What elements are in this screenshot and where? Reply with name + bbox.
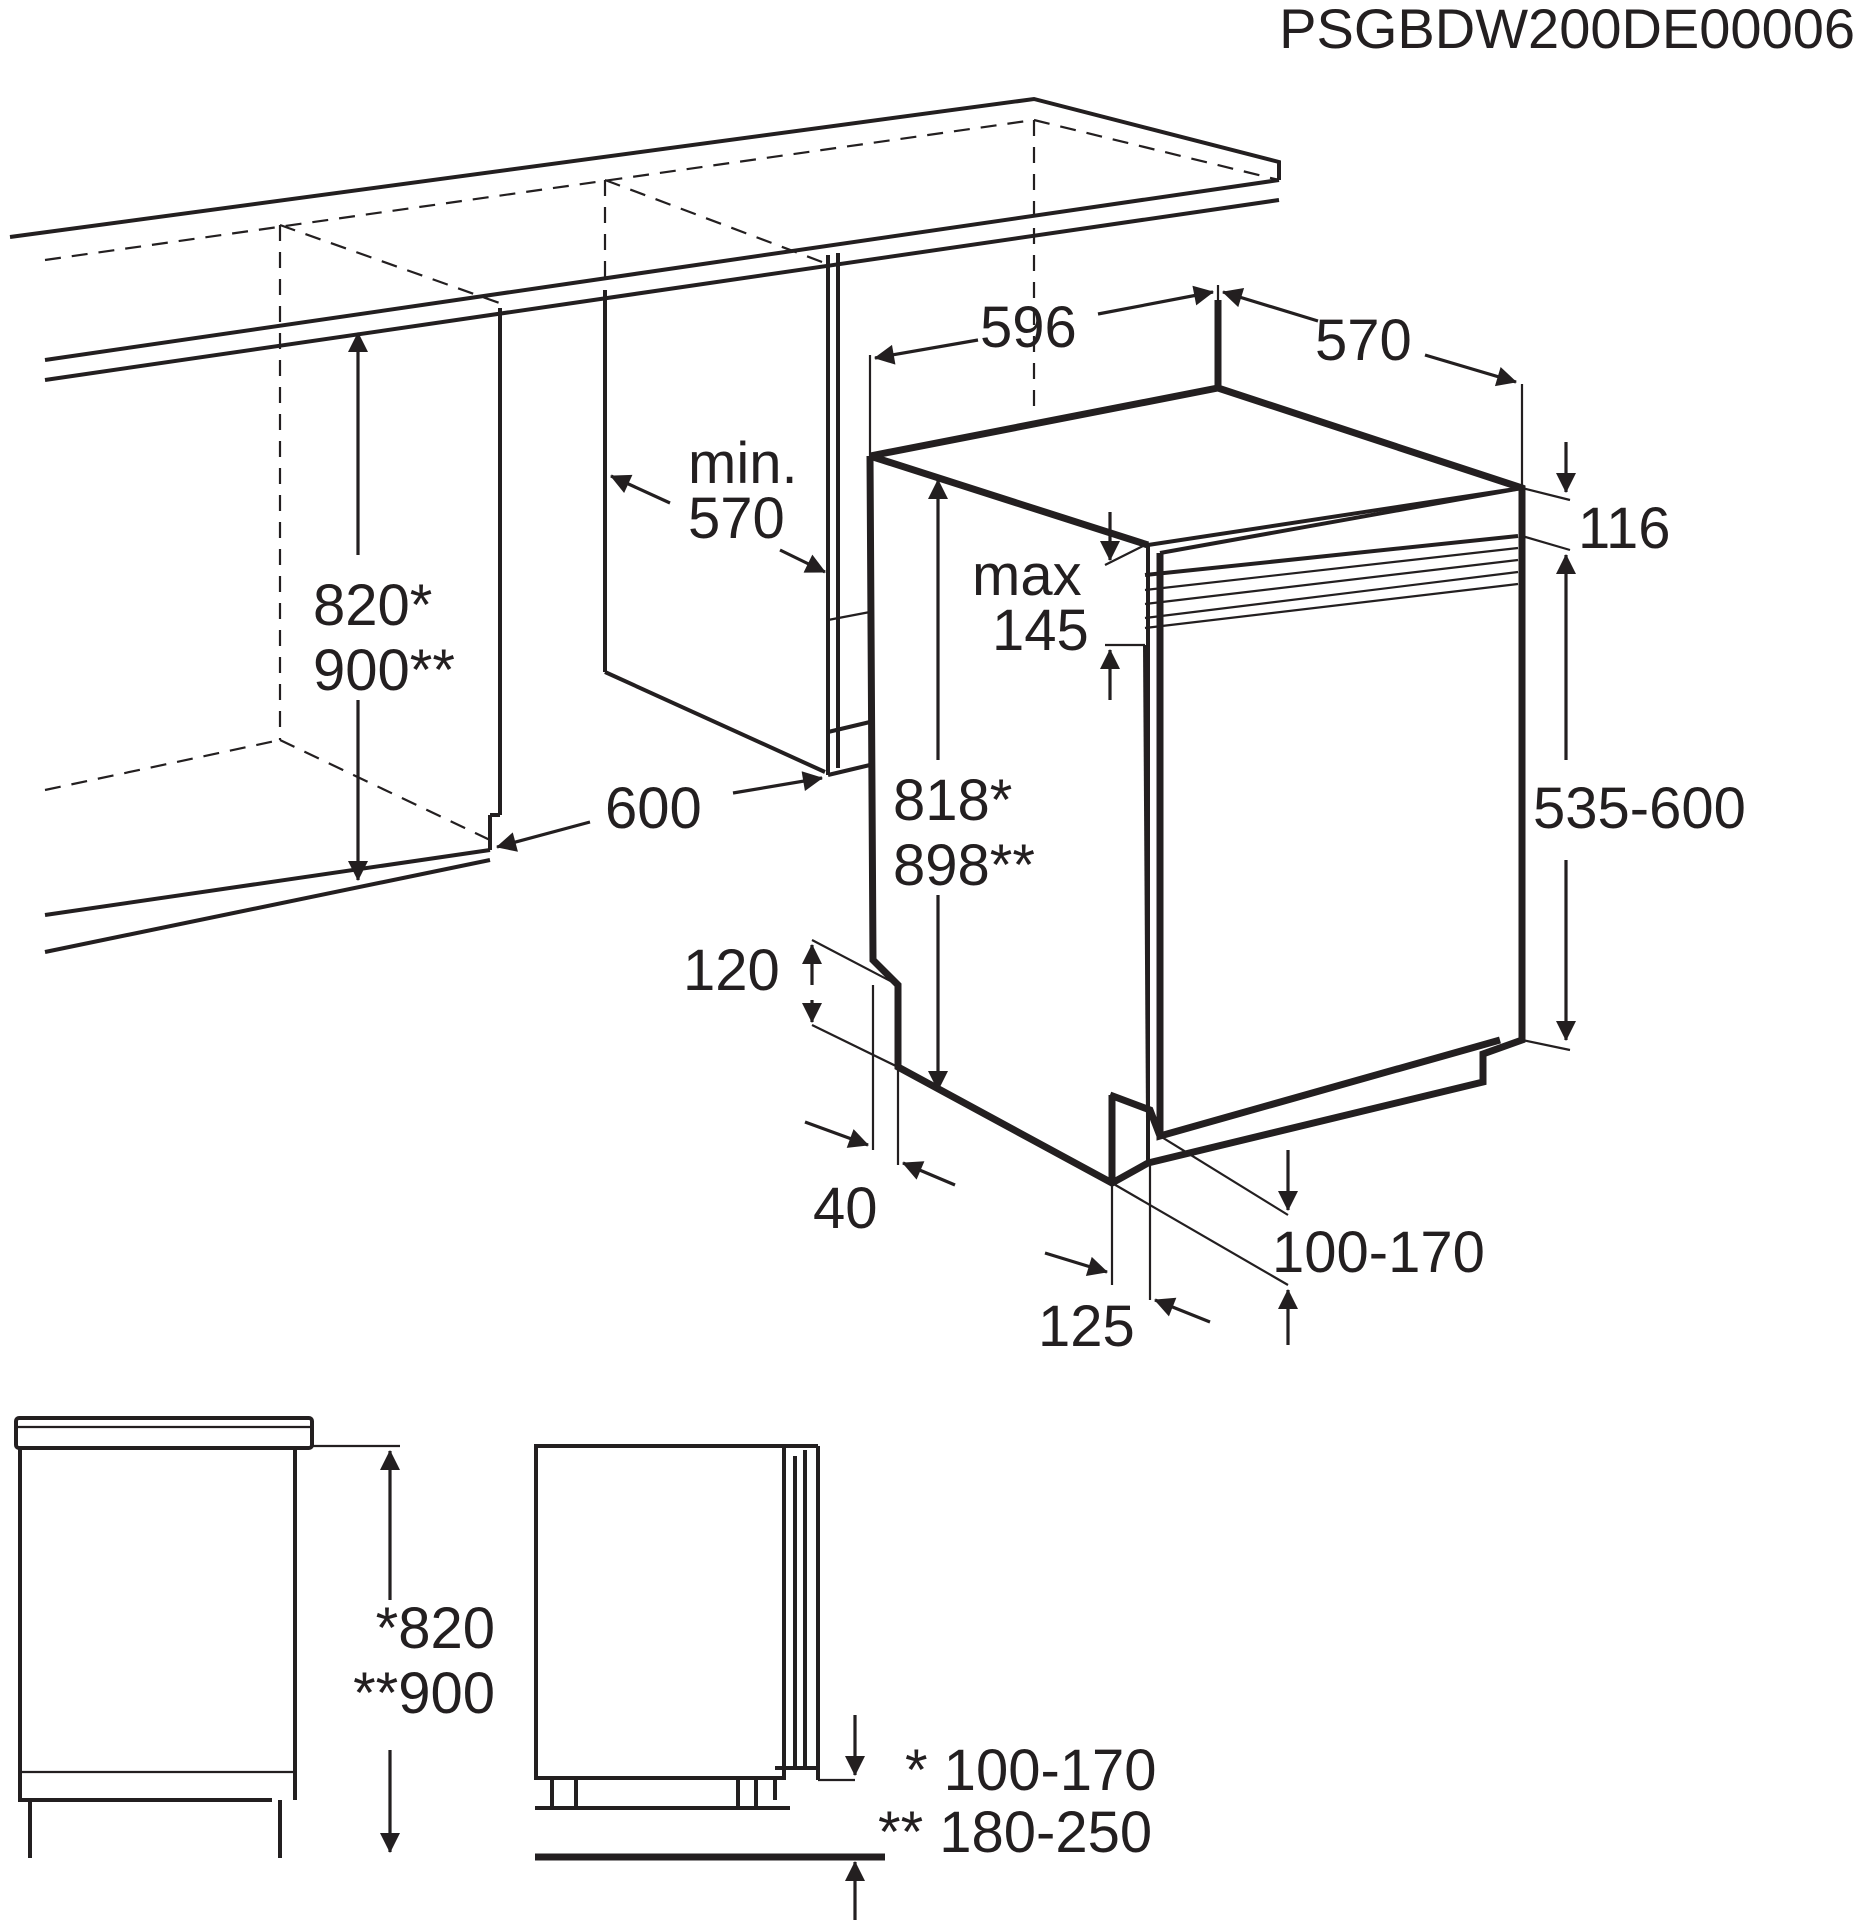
side-view-dishwasher: * 100-170 ** 180-250 bbox=[534, 1444, 1157, 1920]
label-plinth-100-170: 100-170 bbox=[1272, 1220, 1485, 1285]
label-side-height-900: **900 bbox=[353, 1661, 495, 1726]
right-cabinet-side-panel bbox=[603, 253, 871, 777]
dishwasher-door-panel bbox=[1108, 486, 1523, 1183]
label-niche-height-820: 820* bbox=[313, 573, 432, 638]
label-niche-depth-570: 570 bbox=[688, 486, 785, 551]
label-height-818: 818* bbox=[893, 768, 1012, 833]
dimension-labels: 596 570 min. 570 820* 900** 600 818* 898… bbox=[313, 295, 1746, 1359]
label-max-145: 145 bbox=[992, 598, 1089, 663]
side-view-cabinet: *820 **900 bbox=[14, 1416, 495, 1858]
label-depth-570: 570 bbox=[1315, 308, 1412, 373]
label-offset-125: 125 bbox=[1038, 1294, 1135, 1359]
cabinet-niche-dashed bbox=[44, 120, 1036, 841]
label-width-596: 596 bbox=[980, 295, 1077, 360]
label-side-plinth-100-170: * 100-170 bbox=[905, 1738, 1157, 1803]
kitchen-worktop bbox=[9, 96, 1281, 382]
label-side-plinth-180-250: ** 180-250 bbox=[878, 1800, 1152, 1865]
document-code: PSGBDW200DE00006 bbox=[1279, 0, 1855, 60]
label-plinth-120: 120 bbox=[683, 938, 780, 1003]
left-cabinet-side-panel bbox=[44, 308, 502, 954]
dimension-lines bbox=[348, 285, 1576, 1345]
label-offset-40: 40 bbox=[813, 1176, 878, 1241]
dishwasher-body bbox=[866, 300, 1526, 1187]
label-height-898: 898** bbox=[893, 833, 1035, 898]
label-niche-width-600: 600 bbox=[605, 776, 702, 841]
label-niche-height-900: 900** bbox=[313, 638, 455, 703]
label-offset-116: 116 bbox=[1578, 496, 1670, 561]
label-door-panel-535-600: 535-600 bbox=[1533, 776, 1746, 841]
label-max: max bbox=[972, 543, 1082, 608]
label-niche-min: min. bbox=[688, 431, 798, 496]
label-side-height-820: *820 bbox=[376, 1596, 495, 1661]
